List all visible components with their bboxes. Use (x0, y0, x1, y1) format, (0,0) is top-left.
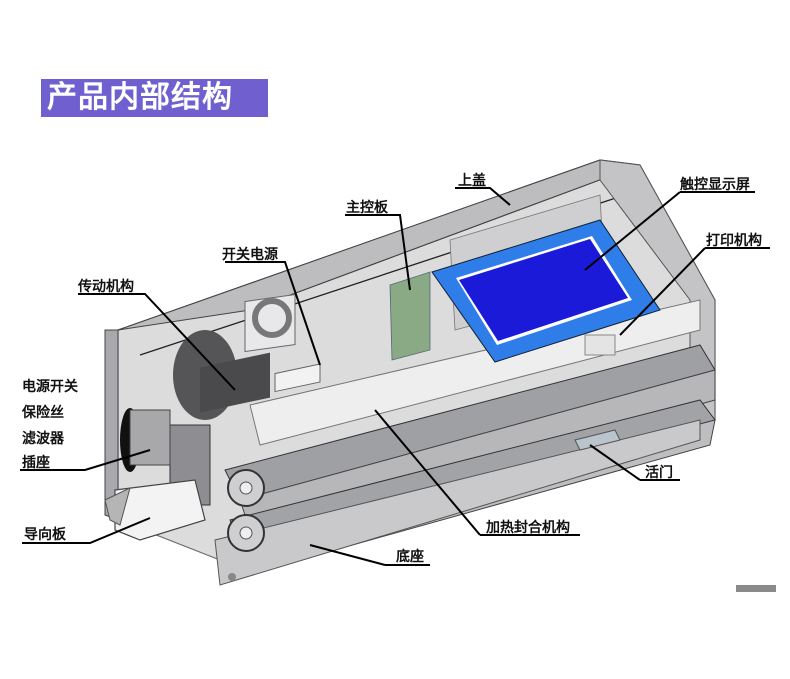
guide-plate-shape (114, 479, 206, 541)
fan-icon (244, 293, 296, 353)
label-access-door: 活门 (645, 465, 673, 481)
page-title: 产品内部结构 (41, 79, 268, 117)
label-switching-power: 开关电源 (222, 247, 278, 263)
label-drive-mechanism: 传动机构 (78, 279, 134, 295)
label-guide-plate: 导向板 (24, 527, 66, 543)
label-filter: 滤波器 (22, 431, 64, 447)
motor-shape (173, 330, 270, 420)
label-socket: 插座 (22, 455, 50, 471)
label-touch-screen: 触控显示屏 (680, 177, 750, 193)
label-fuse: 保险丝 (22, 405, 64, 421)
leader-lines (20, 187, 770, 566)
label-print-mechanism: 打印机构 (706, 233, 762, 249)
label-main-board: 主控板 (346, 200, 388, 216)
base-shape (214, 419, 701, 586)
access-door-shape (574, 429, 621, 451)
main-board-shape (389, 271, 431, 361)
corner-mark (736, 585, 776, 592)
label-power-switch: 电源开关 (22, 379, 78, 395)
label-top-cover: 上盖 (458, 173, 486, 189)
label-base: 底座 (396, 549, 424, 565)
label-heat-seal-mechanism: 加热封合机构 (486, 520, 570, 536)
